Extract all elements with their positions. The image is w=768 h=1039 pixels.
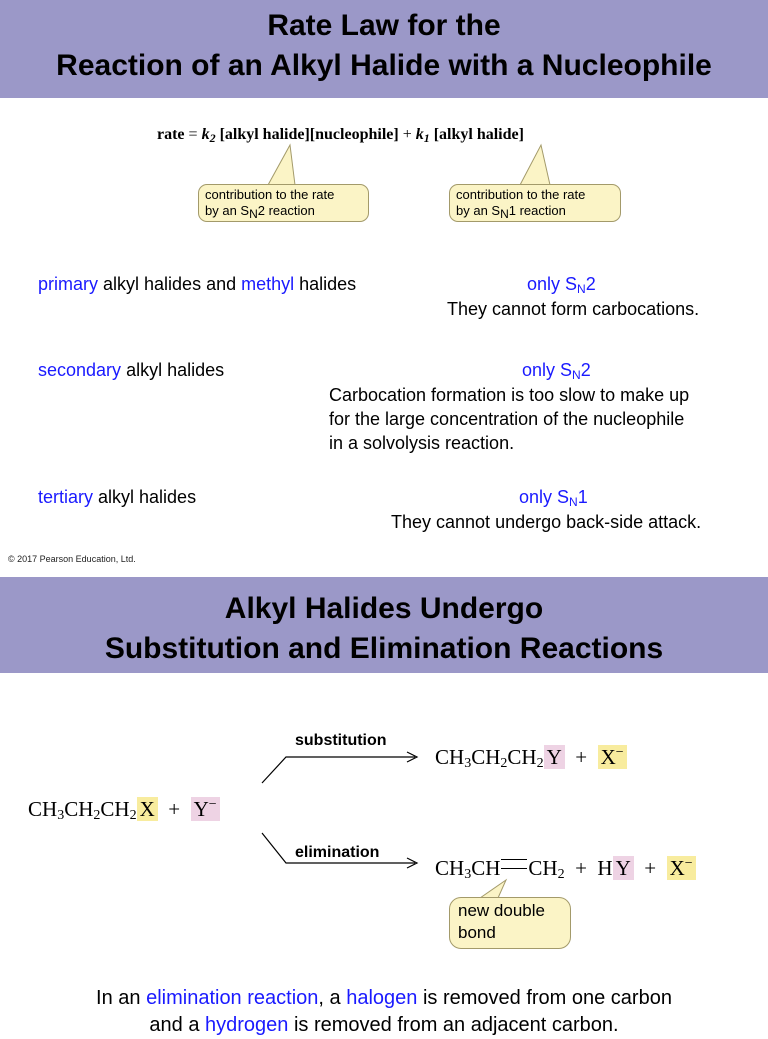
eq-k1: k1 — [415, 126, 430, 145]
callout-sn1-contribution: contribution to the rate by an SN1 react… — [449, 184, 621, 222]
slide1-title-line2: Reaction of an Alkyl Halide with a Nucle… — [56, 49, 712, 82]
keyword-halogen: halogen — [346, 987, 418, 1009]
keyword-methyl: methyl — [241, 274, 295, 294]
callout-sn2-line1: contribution to the rate — [205, 187, 335, 202]
bond-callout-line1: new double — [458, 901, 545, 920]
eq-plus: + — [402, 126, 412, 143]
slide1-title-line1: Rate Law for the — [267, 9, 501, 42]
row-tertiary-result: only SN1 — [519, 487, 588, 509]
double-bond — [501, 859, 528, 869]
row-tertiary-label: tertiary alkyl halides — [38, 487, 197, 507]
eq-k2: k2 — [201, 126, 216, 145]
elimination-label: elimination — [295, 844, 380, 861]
rate-law-equation: rate = k2 [alkyl halide][nucleophile] + … — [157, 126, 524, 146]
slide2-title-banner: Alkyl Halides Undergo Substitution and E… — [0, 577, 768, 673]
eq-equals: = — [188, 126, 198, 143]
slide2-title-line2: Substitution and Elimination Reactions — [104, 632, 664, 665]
elim-hy: Y — [612, 856, 634, 880]
reaction-arrows — [261, 751, 419, 869]
row-secondary-note: Carbocation formation is too slow to mak… — [329, 383, 689, 455]
row-secondary-label: secondary alkyl halides — [38, 360, 225, 380]
footer-line2: and a hydrogen is removed from an adjace… — [149, 1014, 619, 1036]
callout-pointers — [267, 143, 551, 186]
keyword-tertiary: tertiary — [38, 487, 94, 507]
copyright-notice: © 2017 Pearson Education, Ltd. — [8, 554, 136, 564]
leaving-group-x: X — [136, 797, 158, 821]
callout-sn1-line2: by an SN1 reaction — [456, 203, 566, 221]
keyword-elimination-reaction: elimination reaction — [146, 987, 319, 1009]
row-primary-note: They cannot form carbocations. — [447, 299, 700, 319]
keyword-secondary: secondary — [38, 360, 122, 380]
note-line-3: in a solvolysis reaction. — [329, 433, 515, 453]
product-y: Y — [543, 745, 565, 769]
row-primary-result: only SN2 — [527, 274, 596, 296]
new-double-bond-callout: new double bond — [449, 897, 571, 949]
substitution-label: substitution — [295, 732, 387, 749]
elim-halide-ion: X− — [666, 856, 696, 880]
row-primary-label: primary alkyl halides and methyl halides — [38, 274, 357, 294]
eq-term2: [alkyl halide] — [433, 126, 524, 143]
nucleophile-y: Y− — [190, 797, 220, 821]
bond-callout-pointer — [479, 878, 508, 899]
note-line-2: for the large concentration of the nucle… — [329, 409, 685, 429]
note-line-1: Carbocation formation is too slow to mak… — [329, 385, 690, 405]
halide-ion: X− — [597, 745, 627, 769]
callout-sn2-line2: by an SN2 reaction — [205, 203, 315, 221]
eq-term1: [alkyl halide][nucleophile] — [219, 126, 399, 143]
slide2-title-line1: Alkyl Halides Undergo — [224, 592, 544, 625]
keyword-hydrogen: hydrogen — [205, 1014, 289, 1036]
bond-callout-line2: bond — [458, 923, 496, 942]
slide1-title-banner: Rate Law for the Reaction of an Alkyl Ha… — [0, 0, 768, 98]
eq-rate: rate — [157, 126, 185, 143]
row-tertiary-note: They cannot undergo back-side attack. — [391, 512, 702, 532]
keyword-primary: primary — [38, 274, 99, 294]
row-secondary-result: only SN2 — [522, 360, 591, 382]
callout-sn2-contribution: contribution to the rate by an SN2 react… — [198, 184, 369, 222]
footer-line1: In an elimination reaction, a halogen is… — [96, 987, 672, 1009]
callout-sn1-line1: contribution to the rate — [456, 187, 586, 202]
